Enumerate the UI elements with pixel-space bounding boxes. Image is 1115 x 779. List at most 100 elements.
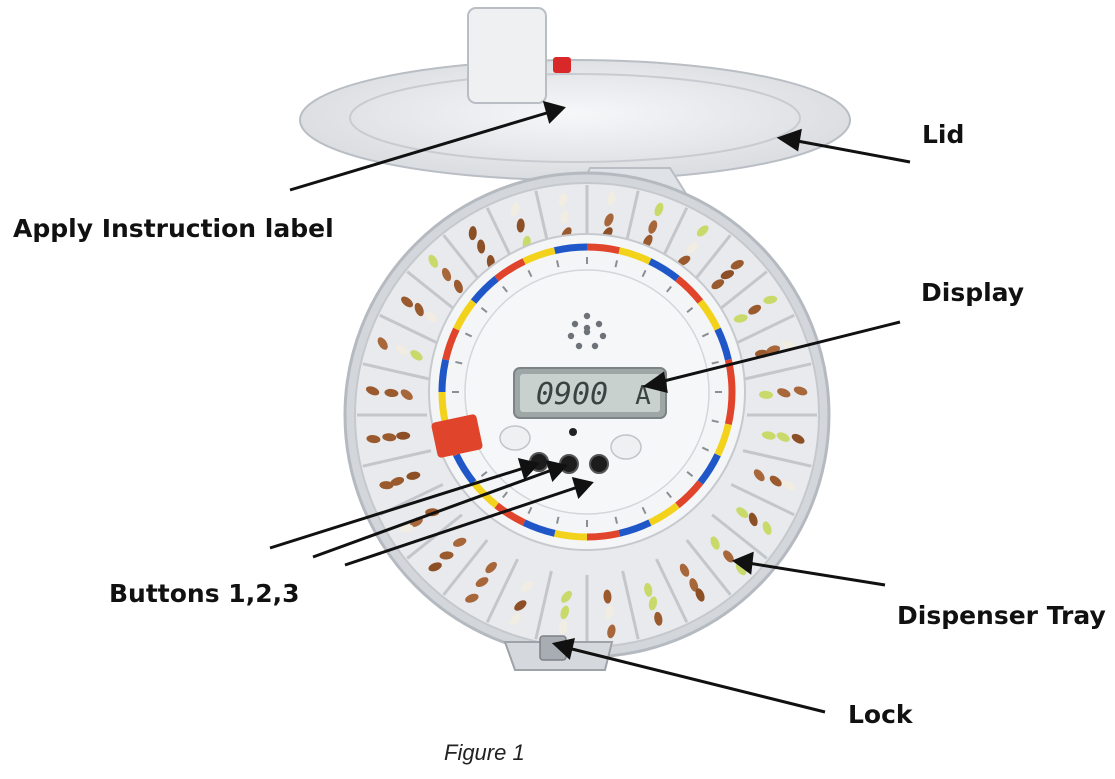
- pill: [561, 590, 572, 603]
- callout-tray: Dispenser Tray: [897, 601, 1106, 630]
- pill: [441, 267, 452, 282]
- pill: [401, 296, 414, 308]
- pill: [604, 213, 614, 227]
- pill: [654, 202, 664, 217]
- callout-lid: Lid: [922, 120, 965, 149]
- speaker-hole: [575, 342, 583, 350]
- color-ring-segment: [470, 275, 499, 304]
- arrow-display: [659, 320, 901, 384]
- callout-arrows: [269, 100, 911, 714]
- pill: [648, 220, 658, 234]
- color-ring-segment: [618, 247, 652, 265]
- color-ring-segment: [648, 258, 680, 282]
- speaker-hole: [591, 342, 599, 350]
- compartment-divider: [730, 483, 795, 517]
- dial-tick: [527, 506, 533, 515]
- dial-tick: [666, 285, 672, 293]
- pill: [607, 624, 616, 639]
- dial-tick: [502, 285, 508, 293]
- arrow-tray: [747, 561, 886, 587]
- speaker-hole: [583, 324, 591, 332]
- arrow-head-lid: [776, 128, 802, 152]
- pill: [384, 388, 399, 398]
- pill: [604, 605, 614, 619]
- pill: [607, 191, 616, 206]
- dial-tick: [641, 269, 647, 278]
- arrow-apply-label: [289, 110, 551, 192]
- compartment-divider: [711, 513, 768, 560]
- lock: [503, 635, 614, 671]
- pill: [769, 475, 782, 487]
- pill: [485, 561, 497, 574]
- compartment-divider: [742, 449, 812, 468]
- arrow-button-3: [344, 485, 579, 567]
- pill: [777, 388, 791, 398]
- pill: [780, 340, 795, 349]
- pill: [510, 202, 520, 217]
- color-ring-segment: [714, 423, 732, 457]
- pill: [689, 578, 699, 592]
- speaker-hole: [571, 320, 579, 328]
- compartment-divider: [534, 570, 553, 640]
- arrow-head-apply-label: [542, 100, 566, 124]
- compartment-divider: [730, 313, 795, 347]
- dial-tick: [555, 516, 560, 524]
- color-ring-segment: [697, 299, 721, 331]
- color-ring-segment: [586, 243, 621, 255]
- compartment-divider: [485, 558, 519, 623]
- color-ring-segment: [438, 358, 450, 393]
- dial-tick: [686, 471, 694, 477]
- pill: [425, 311, 437, 323]
- pill: [696, 225, 709, 237]
- dial-tick: [455, 360, 463, 365]
- color-ring-segment: [442, 327, 460, 361]
- color-ring-segment: [586, 529, 621, 541]
- color-ring-segment: [724, 358, 736, 393]
- pill: [365, 386, 380, 396]
- pill: [414, 302, 424, 317]
- pill: [395, 344, 409, 356]
- callout-lock: Lock: [848, 700, 913, 729]
- pill: [366, 434, 381, 444]
- date-tab: [431, 414, 483, 458]
- dial-tick: [686, 307, 694, 313]
- pill: [468, 226, 477, 241]
- arrow-head-tray: [731, 551, 754, 575]
- pill: [753, 469, 765, 482]
- arrow-head-button-1: [517, 457, 540, 480]
- color-ring-segment: [453, 299, 477, 331]
- pill: [723, 550, 734, 563]
- pill: [520, 581, 534, 592]
- pill: [516, 218, 525, 233]
- compartment-divider: [362, 362, 432, 381]
- pill: [781, 480, 795, 491]
- pill: [644, 582, 653, 597]
- pill: [558, 620, 568, 634]
- color-ring-segment: [522, 519, 556, 537]
- pill: [736, 507, 749, 518]
- button-3[interactable]: [589, 454, 609, 474]
- pill: [558, 192, 567, 207]
- color-ring-segment: [494, 502, 526, 526]
- pill: [453, 279, 463, 294]
- label-bump-left: [499, 425, 531, 451]
- dial-tick: [701, 446, 710, 452]
- display-reading: 0900: [536, 377, 608, 412]
- center-dial: 0900 A: [428, 233, 746, 551]
- pill: [762, 521, 772, 535]
- pill: [406, 471, 421, 480]
- pill: [791, 433, 805, 444]
- compartment-divider: [685, 539, 732, 596]
- pill: [677, 255, 691, 266]
- dial-tick: [502, 491, 508, 499]
- color-ring-segment: [522, 247, 556, 265]
- speaker-grille: [567, 312, 607, 350]
- pill: [710, 536, 720, 550]
- pill: [603, 589, 612, 604]
- pill: [428, 562, 442, 572]
- display-suffix: A: [635, 381, 651, 411]
- compartment-divider: [362, 449, 432, 468]
- pill: [759, 390, 774, 399]
- pill: [396, 431, 411, 440]
- arrow-button-2: [312, 468, 553, 559]
